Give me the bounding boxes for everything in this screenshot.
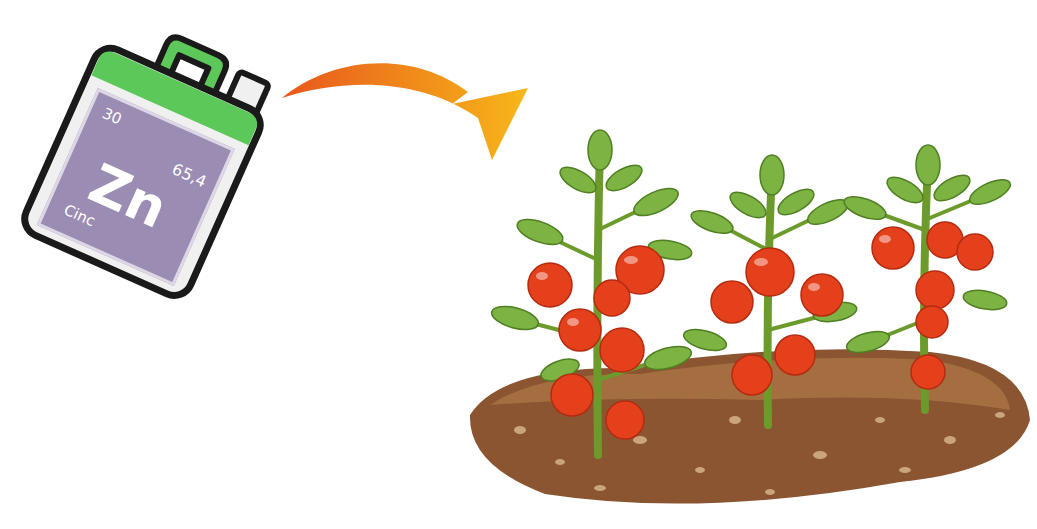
tomato	[559, 309, 601, 351]
pebble	[514, 426, 526, 434]
pebble	[899, 467, 911, 473]
tomato	[746, 248, 794, 296]
leaf	[726, 187, 770, 223]
pebble	[633, 436, 647, 444]
tomato	[957, 234, 993, 270]
leaf	[489, 302, 541, 334]
leaves	[489, 130, 1014, 385]
tomato	[872, 227, 914, 269]
tomato	[711, 281, 753, 323]
tomato	[594, 280, 630, 316]
leaf	[883, 172, 927, 208]
pebble	[944, 436, 956, 444]
highlight	[567, 318, 579, 326]
leaf	[630, 183, 682, 221]
tomato	[606, 401, 644, 439]
stems	[597, 145, 928, 455]
branches	[520, 195, 985, 380]
pebble	[594, 485, 606, 491]
leaf	[602, 160, 646, 196]
leaf	[916, 145, 940, 185]
leaf	[844, 328, 891, 357]
pebble	[729, 416, 741, 424]
tile-text: 30	[100, 104, 125, 128]
tomato	[551, 374, 593, 416]
tomato	[600, 328, 644, 372]
tomatoes	[528, 222, 993, 439]
tomato	[528, 263, 572, 307]
pebble	[813, 451, 827, 459]
tomato	[916, 306, 948, 338]
leaf	[966, 175, 1013, 210]
pebbles	[514, 412, 1005, 495]
tomato	[801, 274, 843, 316]
tomato	[911, 355, 945, 389]
leaf	[514, 214, 566, 249]
highlight	[536, 272, 548, 280]
tomato	[775, 335, 815, 375]
leaf	[681, 326, 728, 355]
tomato-highlights	[536, 235, 891, 326]
jerrycan: 3065,4ZnCinc	[8, 0, 292, 310]
tomato	[916, 271, 954, 309]
leaf	[642, 342, 694, 374]
leaf	[930, 170, 974, 206]
highlight	[624, 256, 638, 264]
pebble	[695, 467, 705, 473]
highlight	[808, 283, 820, 291]
pebble	[875, 417, 885, 423]
highlight	[754, 258, 768, 266]
soil-mound	[470, 349, 1030, 503]
curved-arrow	[282, 63, 528, 160]
leaf	[556, 162, 600, 198]
pebble	[765, 489, 775, 495]
leaf	[588, 130, 612, 170]
tile-text: 65,4	[169, 159, 209, 191]
pebble	[555, 459, 565, 465]
leaf	[688, 206, 736, 238]
highlight	[879, 235, 891, 243]
leaf	[962, 287, 1008, 312]
pebble	[995, 412, 1005, 418]
jerrycan-body	[19, 43, 266, 302]
tile-text: Zn	[80, 152, 177, 241]
leaf	[841, 192, 889, 224]
leaf	[760, 155, 784, 195]
tomato	[732, 355, 772, 395]
